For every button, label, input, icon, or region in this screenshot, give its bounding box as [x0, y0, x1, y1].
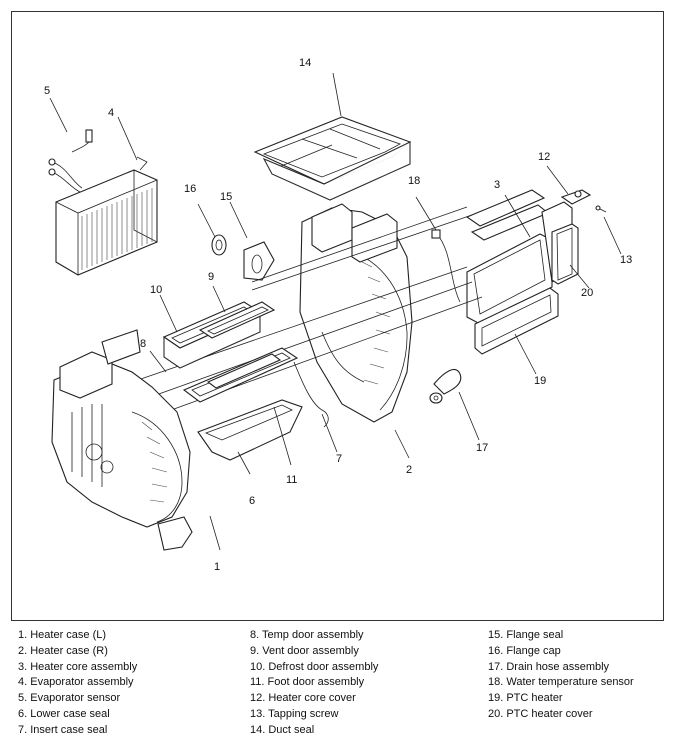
legend-column-2: 8. Temp door assembly 9. Vent door assem…: [250, 628, 378, 739]
callout-15: 15: [220, 191, 232, 203]
legend-item: 2. Heater case (R): [18, 644, 108, 657]
legend-item: 17. Drain hose assembly: [488, 660, 610, 673]
callout-16: 16: [184, 183, 196, 195]
legend-item: 8. Temp door assembly: [250, 629, 364, 641]
legend-item: 6. Lower case seal: [18, 707, 110, 720]
legend-item: 1. Heater case (L): [18, 629, 107, 641]
duct-seal-drawing: [253, 116, 412, 201]
flange-parts-drawing: [211, 234, 275, 281]
callout-18: 18: [408, 175, 420, 187]
legend-column-1: 1. Heater case (L) 2. Heater case (R) 3.…: [18, 628, 137, 739]
exploded-diagram: 1 2 3 4 5 6 7 8 9 10 11 12 13 14 15 16 1…: [44, 57, 632, 573]
callout-7: 7: [336, 453, 342, 465]
heater-cover-screw-drawing: [560, 189, 607, 213]
callout-5: 5: [44, 85, 50, 97]
drain-hose-drawing: [429, 369, 462, 404]
evaporator-drawing: [48, 129, 158, 276]
legend-item: 4. Evaporator assembly: [18, 676, 134, 689]
callouts: 1 2 3 4 5 6 7 8 9 10 11 12 13 14 15 16 1…: [44, 57, 632, 573]
callout-9: 9: [208, 271, 214, 283]
parts-legend: 1. Heater case (L) 2. Heater case (R) 3.…: [18, 628, 668, 736]
legend-item: 15. Flange seal: [488, 629, 564, 641]
callout-20: 20: [581, 287, 593, 299]
callout-4: 4: [108, 107, 114, 119]
legend-column-3: 15. Flange seal 16. Flange cap 17. Drain…: [488, 628, 634, 723]
callout-19: 19: [534, 375, 546, 387]
legend-item: 9. Vent door assembly: [250, 644, 359, 657]
callout-8: 8: [140, 338, 146, 350]
heater-case-left-drawing: [51, 329, 193, 551]
callout-13: 13: [620, 254, 632, 266]
callout-10: 10: [150, 284, 162, 296]
legend-item: 5. Evaporator sensor: [18, 692, 121, 705]
legend-item: 3. Heater core assembly: [18, 660, 138, 673]
legend-item: 10. Defrost door assembly: [250, 660, 379, 673]
ptc-heater-drawing: [474, 287, 559, 355]
legend-item: 18. Water temperature sensor: [488, 676, 634, 689]
callout-6: 6: [249, 495, 255, 507]
heater-case-right-drawing: [299, 203, 413, 423]
legend-item: 20. PTC heater cover: [488, 707, 593, 720]
legend-item: 19. PTC heater: [488, 692, 563, 705]
insert-case-seal-drawing: [293, 361, 329, 428]
ptc-cover-drawing: [551, 223, 579, 285]
callout-12: 12: [538, 151, 550, 163]
vent-door-drawing: [198, 301, 276, 339]
legend-item: 14. Duct seal: [250, 723, 315, 736]
legend-item: 11. Foot door assembly: [250, 676, 365, 689]
callout-17: 17: [476, 442, 488, 454]
temp-foot-door-drawing: [182, 347, 299, 403]
legend-item: 16. Flange cap: [488, 644, 561, 657]
legend-item: 7. Insert case seal: [18, 723, 108, 736]
legend-item: 13. Tapping screw: [250, 707, 339, 720]
callout-1: 1: [214, 561, 220, 573]
legend-item: 12. Heater core cover: [250, 692, 356, 705]
leader-lines: [49, 72, 622, 551]
callout-14: 14: [299, 57, 311, 69]
callout-3: 3: [494, 179, 500, 191]
exploded-diagram-frame: 1 2 3 4 5 6 7 8 9 10 11 12 13 14 15 16 1…: [11, 11, 664, 621]
lower-case-seal-drawing: [197, 399, 303, 461]
callout-2: 2: [406, 464, 412, 476]
callout-11: 11: [286, 474, 297, 486]
